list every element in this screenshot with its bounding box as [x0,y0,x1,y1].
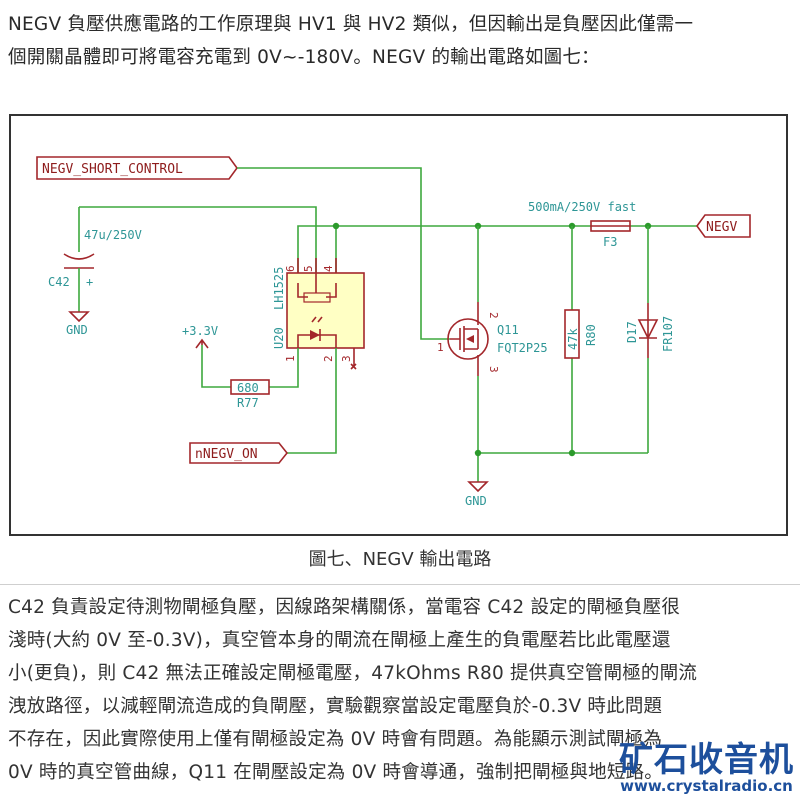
body-line: 淺時(大約 0V 至-0.3V)，真空管本身的閘流在閘極上產生的負電壓若比此電壓… [8,630,671,651]
pin-number: 4 [322,265,335,272]
watermark: 矿石收音机 www.crystalradio.cn [619,742,794,794]
negv-schematic: NEGV_SHORT_CONTROL 47u/250V C42 + GND 6 … [9,114,788,536]
q11-value: FQT2P25 [497,341,548,355]
pin-number: 1 [284,355,297,362]
body-line: 小(更負)，則 C42 無法正確設定閘極電壓，47kOhms R80 提供真空管… [8,663,698,684]
wire-rail [297,225,591,273]
supply-label: +3.3V [182,324,218,338]
c42-ref: C42 [48,275,70,289]
divider [0,584,800,585]
f3-value: 500mA/250V fast [528,200,636,214]
pin-number: 2 [322,355,335,362]
pin-number: 3 [487,366,500,373]
diode-d17: D17 FR107 [625,226,675,453]
pin-number: 6 [284,265,297,272]
pin-number: 1 [437,341,444,354]
schematic-frame [9,114,788,536]
d17-value: FR107 [661,316,675,352]
body-paragraph: C42 負責設定待測物閘極負壓，因線路架構關係，當電容 C42 設定的閘極負壓很… [8,591,798,789]
intro-paragraph: NEGV 負壓供應電路的工作原理與 HV1 與 HV2 類似，但因輸出是負壓因此… [8,8,798,74]
capacitor-c42: 47u/250V C42 + [48,206,317,312]
body-line: C42 負責設定待測物閘極負壓，因線路架構關係，當電容 C42 設定的閘極負壓很 [8,597,681,618]
gnd-label: GND [465,494,487,508]
figure-caption: 圖七、NEGV 輸出電路 [308,549,492,570]
net-label-text: NEGV_SHORT_CONTROL [42,162,183,177]
intro-line: NEGV 負壓供應電路的工作原理與 HV1 與 HV2 類似，但因輸出是負壓因此… [8,14,694,35]
r77-value: 680 [237,381,259,395]
resistor-r77: 680 R77 [201,345,299,410]
optocoupler-u20: 6 5 4 1 2 3 U20 LH1525 [272,258,365,370]
c42-value: 47u/250V [84,228,142,242]
body-line: 洩放路徑，以減輕閘流造成的負閘壓，實驗觀察當設定電壓負於-0.3V 時此問題 [8,696,663,717]
fuse-f3: 500mA/250V fast F3 [528,200,636,249]
net-label-text: NEGV [706,220,737,235]
junction [474,449,482,457]
gnd-symbol: GND [66,311,90,337]
junction [568,449,576,457]
u20-value: LH1525 [272,267,286,310]
watermark-url: www.crystalradio.cn [620,777,793,795]
u20-ref: U20 [272,327,286,349]
c42-polarity: + [86,275,93,289]
supply-3v3: +3.3V [182,324,218,349]
mosfet-q11: 1 2 3 Q11 FQT2P25 [437,226,548,482]
body-line: 不存在，因此實際使用上僅有閘極設定為 0V 時會有問題。為能顯示測試閘極為 [8,729,663,750]
pin-number: 3 [340,355,353,362]
intro-line: 個開關晶體即可將電容充電到 0V~-180V。NEGV 的輸出電路如圖七： [8,47,600,68]
q11-ref: Q11 [497,323,519,337]
wire-negv-on [287,348,337,454]
net-label-short-control: NEGV_SHORT_CONTROL [36,156,238,180]
f3-ref: F3 [603,235,617,249]
gnd-symbol: GND [465,481,489,508]
net-label-negv-on: nNEGV_ON [189,442,289,464]
wire-gate [237,167,450,340]
watermark-title: 矿石收音机 [619,740,794,780]
r80-ref: R80 [584,324,598,346]
r77-ref: R77 [237,396,259,410]
junction [332,222,340,230]
r80-value: 47k [566,328,580,350]
body-line: 0V 時的真空管曲線，Q11 在閘壓設定為 0V 時會導通，強制把閘極與地短路。 [8,762,663,783]
pin-number: 5 [302,265,315,272]
net-label-text: nNEGV_ON [195,447,258,462]
net-label-negv: NEGV [696,214,751,238]
pin-number: 2 [487,312,500,319]
gnd-label: GND [66,323,88,337]
d17-ref: D17 [625,321,639,343]
